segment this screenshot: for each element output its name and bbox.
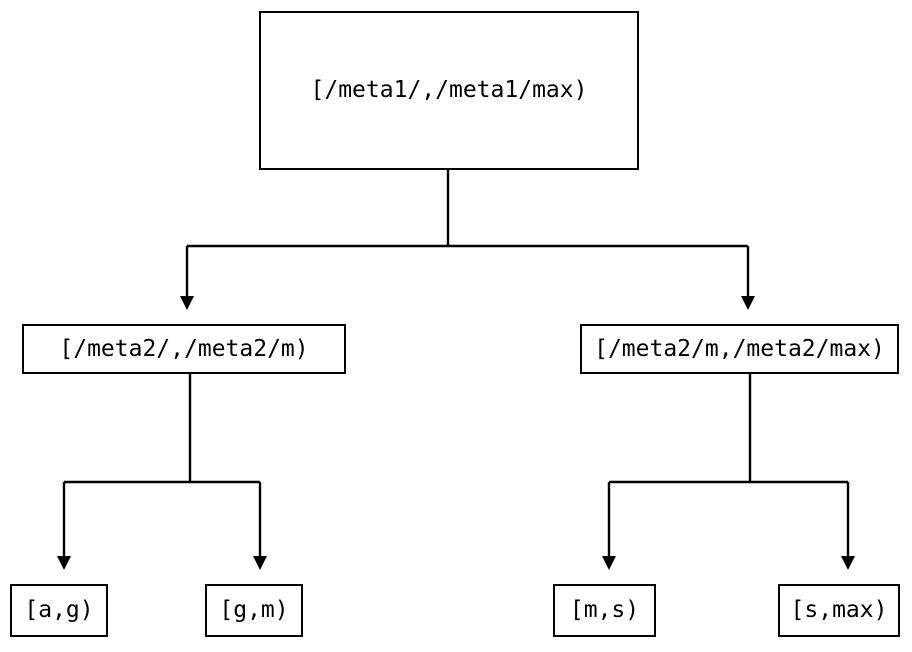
node-meta2-right-label: [/meta2/m,/meta2/max) — [594, 335, 885, 362]
node-root[interactable]: [/meta1/,/meta1/max) — [259, 11, 639, 170]
arrowhead-down-icon-to-leaf-ag — [57, 556, 71, 570]
node-leaf-smax[interactable]: [s,max) — [778, 584, 900, 637]
node-leaf-ms-label: [m,s) — [569, 597, 640, 623]
node-root-label: [/meta1/,/meta1/max) — [310, 77, 588, 103]
node-meta2-left[interactable]: [/meta2/,/meta2/m) — [22, 324, 346, 374]
node-meta2-right[interactable]: [/meta2/m,/meta2/max) — [580, 324, 899, 374]
node-leaf-ms[interactable]: [m,s) — [553, 584, 656, 637]
node-leaf-ag[interactable]: [a,g) — [10, 584, 108, 637]
arrowhead-down-icon-to-leaf-ms — [602, 556, 616, 570]
node-leaf-smax-label: [s,max) — [790, 597, 888, 623]
arrowhead-down-icon-to-meta2-left — [180, 296, 194, 310]
node-leaf-gm-label: [g,m) — [219, 597, 289, 623]
node-meta2-left-label: [/meta2/,/meta2/m) — [59, 335, 309, 362]
node-leaf-ag-label: [a,g) — [24, 597, 94, 623]
node-leaf-gm[interactable]: [g,m) — [205, 584, 303, 637]
arrowhead-down-icon-to-leaf-smax — [841, 556, 855, 570]
arrowhead-down-icon-to-leaf-gm — [253, 556, 267, 570]
arrowhead-down-icon-to-meta2-right — [741, 296, 755, 310]
